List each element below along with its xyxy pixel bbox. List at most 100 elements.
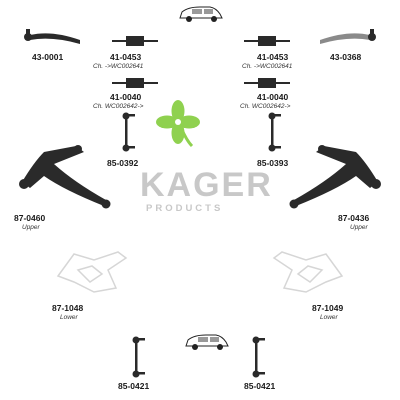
link-stud <box>138 338 145 341</box>
rack-boot-icon <box>112 78 158 88</box>
boot-rod <box>244 82 258 84</box>
car-icon <box>185 334 229 350</box>
part-code: 41-0040 <box>110 92 142 102</box>
brand-tagline: PRODUCTS <box>146 203 224 214</box>
ball-stud <box>370 29 374 35</box>
car-window <box>192 9 202 14</box>
boot-bellows <box>126 36 144 46</box>
clover-center <box>175 119 181 125</box>
part-note: Upper <box>350 224 368 231</box>
lower-arm-icon <box>272 251 344 293</box>
part-code: 43-0368 <box>330 52 362 62</box>
stabilizer-link-icon <box>252 336 265 378</box>
control-arm-icon <box>289 145 381 209</box>
link-joint <box>252 336 260 344</box>
link-rod <box>255 342 258 372</box>
arm-bushing <box>19 179 29 189</box>
part-code: 41-0453 <box>110 52 142 62</box>
link-stud <box>274 114 281 117</box>
rack-boot-icon <box>112 36 158 46</box>
link-stud <box>258 372 265 375</box>
clover-leaf <box>178 115 200 129</box>
rack-boot-icon <box>244 78 290 88</box>
car-window <box>204 9 213 14</box>
arm-cutout <box>296 265 324 283</box>
boot-rod <box>244 40 258 42</box>
clover-leaf <box>156 115 178 129</box>
link-joint <box>252 370 260 378</box>
part-code: 85-0393 <box>257 158 289 168</box>
brand-watermark: KAGER <box>140 166 273 204</box>
link-stud <box>128 146 135 149</box>
car-wheel <box>186 16 192 22</box>
arm-bushing <box>318 145 326 153</box>
arm-cutout <box>76 265 104 283</box>
car-wheel <box>211 16 217 22</box>
boot-rod <box>112 40 126 42</box>
boot-rod <box>144 40 158 42</box>
tie-rod-end-icon <box>320 29 376 44</box>
part-code: 85-0392 <box>107 158 139 168</box>
link-joint <box>132 336 140 344</box>
link-stud <box>138 372 145 375</box>
boot-rod <box>112 82 126 84</box>
boot-rod <box>276 40 290 42</box>
part-code: 87-1049 <box>312 303 344 313</box>
part-note: Lower <box>320 314 338 321</box>
boot-bellows <box>258 78 276 88</box>
boot-rod <box>276 82 290 84</box>
rod-arm <box>320 33 370 44</box>
boot-bellows <box>258 36 276 46</box>
part-note: Ch. WC002642-> <box>240 103 291 110</box>
stabilizer-link-icon <box>132 336 145 378</box>
car-window <box>210 337 219 342</box>
arm-ball-joint <box>289 199 299 209</box>
part-note: Ch. WC002642-> <box>93 103 144 110</box>
link-joint <box>132 370 140 378</box>
stabilizer-link-icon <box>268 112 281 152</box>
rod-arm <box>30 33 80 44</box>
part-note: Upper <box>22 224 40 231</box>
arm-bushing <box>74 145 82 153</box>
link-rod <box>125 118 128 146</box>
link-rod <box>271 118 274 146</box>
arm-body <box>22 146 106 206</box>
car-wheel <box>192 344 198 350</box>
part-note: Ch. ->WC002641 <box>93 63 144 70</box>
clover-logo <box>156 100 200 148</box>
clover-stem <box>178 124 194 148</box>
link-stud <box>128 114 135 117</box>
link-stud <box>258 338 265 341</box>
part-code: 87-0460 <box>14 213 46 223</box>
rack-boot-icon <box>244 36 290 46</box>
part-code: 87-0436 <box>338 213 370 223</box>
tie-rod-end-icon <box>24 29 80 44</box>
part-note: Ch. ->WC002641 <box>242 63 293 70</box>
part-code: 41-0453 <box>257 52 289 62</box>
lower-arm-icon <box>56 251 128 293</box>
boot-rod <box>144 82 158 84</box>
link-rod <box>135 342 138 372</box>
ball-stud <box>26 29 30 35</box>
part-note: Lower <box>60 314 78 321</box>
clover-leaf <box>171 100 185 122</box>
link-stud <box>274 146 281 149</box>
link-joint <box>268 144 276 152</box>
link-joint <box>122 112 130 120</box>
car-icon <box>179 6 223 22</box>
boot-bellows <box>126 78 144 88</box>
arm-body <box>294 146 378 206</box>
stabilizer-link-icon <box>122 112 135 152</box>
arm-bushing <box>371 179 381 189</box>
link-joint <box>268 112 276 120</box>
car-wheel <box>217 344 223 350</box>
part-code: 85-0421 <box>244 381 276 391</box>
car-window <box>198 337 208 342</box>
part-code: 43-0001 <box>32 52 64 62</box>
part-code: 41-0040 <box>257 92 289 102</box>
link-joint <box>122 144 130 152</box>
control-arm-icon <box>19 145 111 209</box>
arm-ball-joint <box>101 199 111 209</box>
part-code: 87-1048 <box>52 303 84 313</box>
